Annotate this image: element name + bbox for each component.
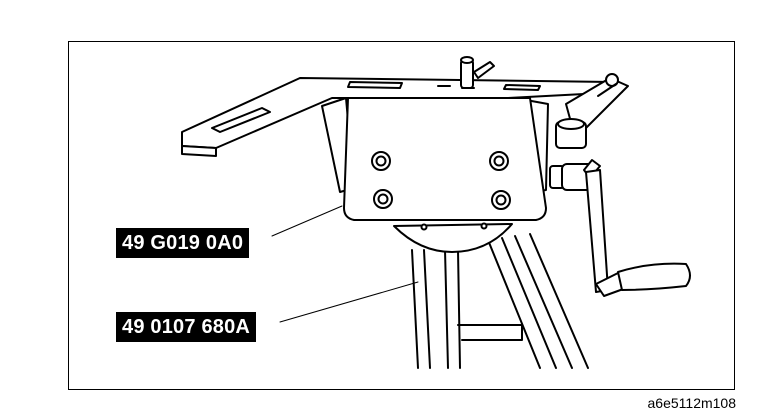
plate-bolts bbox=[371, 151, 511, 210]
figure-frame bbox=[68, 41, 735, 390]
leader-line-a bbox=[271, 205, 343, 237]
stand-legs bbox=[411, 233, 589, 369]
mounting-plate bbox=[343, 97, 547, 221]
part-number-label: 49 0107 680A bbox=[116, 312, 257, 342]
part-number-label: 49 G019 0A0 bbox=[116, 228, 250, 258]
hub-bolt bbox=[480, 222, 488, 230]
figure-code: a6e5112m108 bbox=[647, 395, 736, 411]
top-pin bbox=[460, 56, 495, 89]
hub-bolt bbox=[420, 223, 428, 231]
stand-hub bbox=[393, 223, 513, 253]
leader-line-b bbox=[279, 281, 419, 323]
crank-handle bbox=[549, 159, 691, 297]
adjusting-nut bbox=[555, 118, 587, 149]
